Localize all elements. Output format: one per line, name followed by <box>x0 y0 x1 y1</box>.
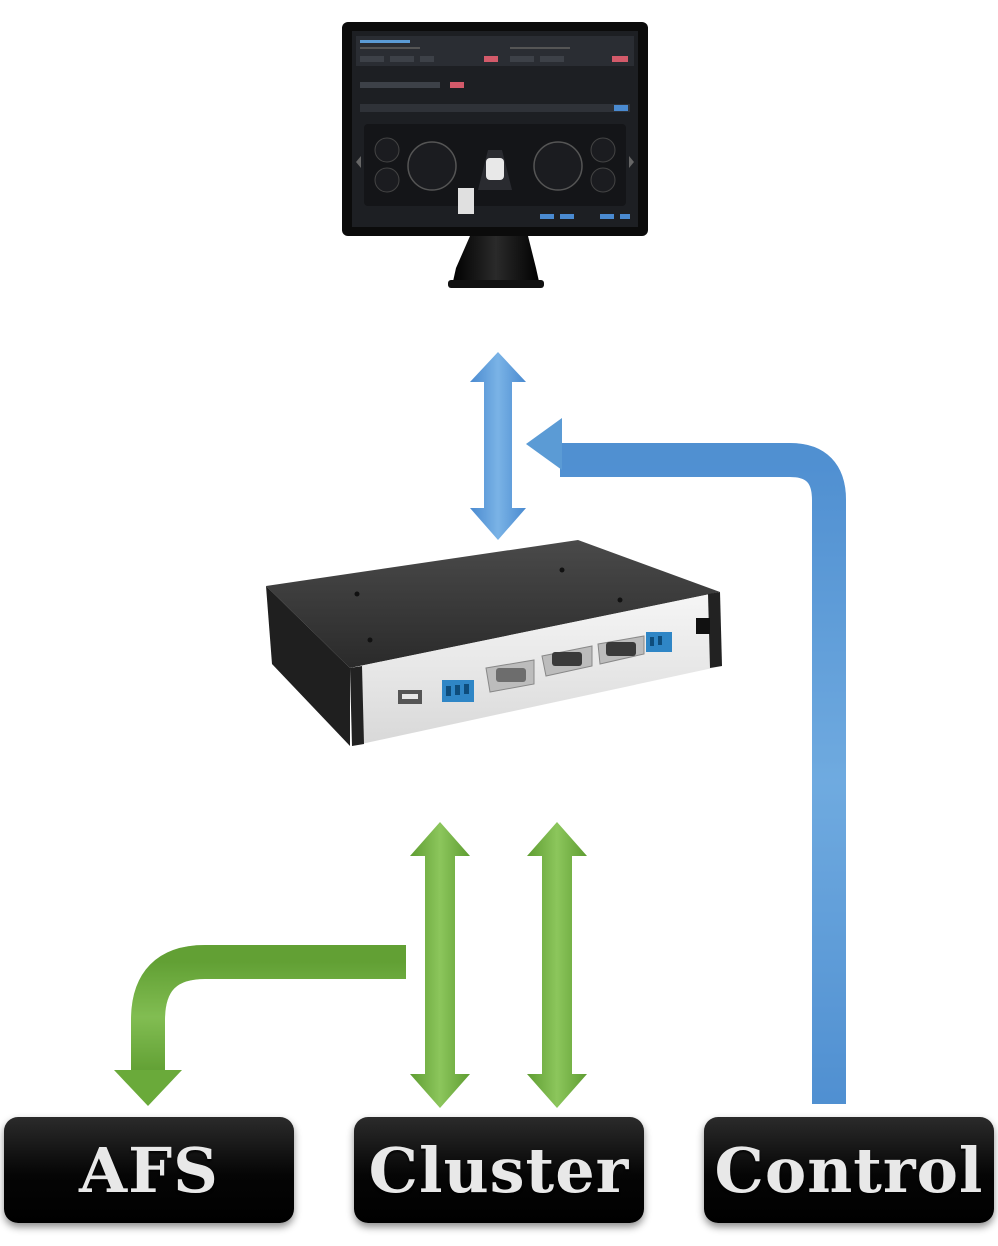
cluster-node: Cluster <box>354 1117 644 1223</box>
monitor-icon <box>342 22 648 288</box>
blue-control-arrow <box>526 418 846 1104</box>
blue-double-arrow <box>470 352 526 540</box>
cluster-label: Cluster <box>368 1133 630 1207</box>
green-cluster-double-arrow-left <box>410 822 470 1108</box>
afs-node: AFS <box>4 1117 294 1223</box>
afs-label: AFS <box>79 1133 219 1207</box>
control-node: Control <box>704 1117 994 1223</box>
control-label: Control <box>714 1133 984 1207</box>
green-cluster-double-arrow-right <box>527 822 587 1108</box>
interface-box-icon <box>266 540 722 746</box>
green-afs-arrow <box>114 945 406 1106</box>
